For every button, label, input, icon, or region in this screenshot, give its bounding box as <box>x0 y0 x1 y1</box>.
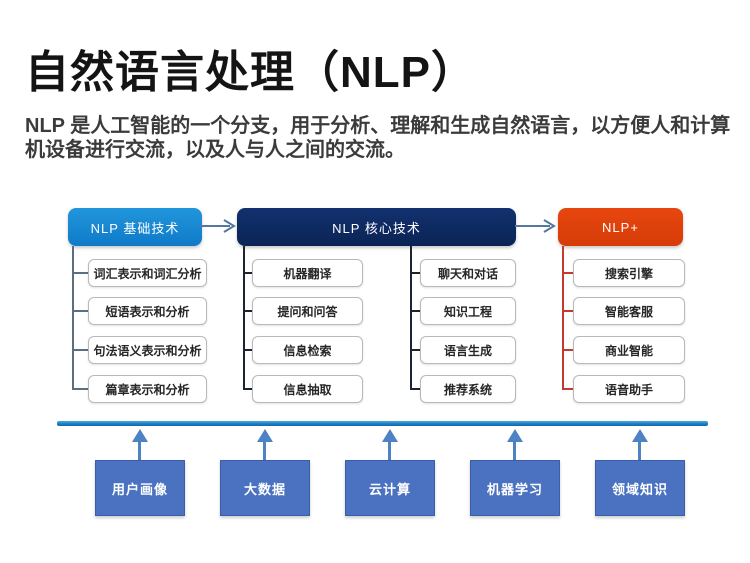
node-domain-knowledge: 领域知识 <box>595 460 685 516</box>
foundation-bar <box>57 421 708 426</box>
node-knowledge-engineering: 知识工程 <box>420 297 516 325</box>
arrow-up-icon <box>382 429 398 460</box>
node-nlp-plus: NLP+ <box>558 208 683 246</box>
arrow-up-icon <box>257 429 273 460</box>
node-voice-assistant: 语音助手 <box>573 375 685 403</box>
connector-line <box>411 272 420 274</box>
node-cloud-computing: 云计算 <box>345 460 435 516</box>
node-machine-translation: 机器翻译 <box>252 259 363 287</box>
node-big-data: 大数据 <box>220 460 310 516</box>
connector-line <box>73 272 88 274</box>
connector-line <box>244 349 252 351</box>
arrow-up-icon <box>632 429 648 460</box>
arrow-right-icon <box>515 219 556 233</box>
connector-line <box>244 272 252 274</box>
page-subtitle: NLP 是人工智能的一个分支，用于分析、理解和生成自然语言，以方便人和计算机设备… <box>25 115 731 161</box>
node-discourse-analysis: 篇章表示和分析 <box>88 375 207 403</box>
connector-line <box>410 246 412 390</box>
connector-line <box>411 310 420 312</box>
connector-line <box>563 349 573 351</box>
connector-line <box>244 388 252 390</box>
page-title: 自然语言处理（NLP） <box>25 48 476 97</box>
node-intelligent-customer-service: 智能客服 <box>573 297 685 325</box>
connector-line <box>73 388 88 390</box>
arrow-right-icon <box>199 219 236 233</box>
node-search-engine: 搜索引擎 <box>573 259 685 287</box>
arrow-up-icon <box>507 429 523 460</box>
node-information-retrieval: 信息检索 <box>252 336 363 364</box>
connector-line <box>73 349 88 351</box>
connector-line <box>411 349 420 351</box>
node-chat-dialogue: 聊天和对话 <box>420 259 516 287</box>
node-nlp-core: NLP 核心技术 <box>237 208 516 246</box>
connector-line <box>563 310 573 312</box>
node-question-answering: 提问和问答 <box>252 297 363 325</box>
node-nlp-basic: NLP 基础技术 <box>68 208 202 246</box>
connector-line <box>244 310 252 312</box>
connector-line <box>563 272 573 274</box>
node-machine-learning: 机器学习 <box>470 460 560 516</box>
node-nlp-plus-label: NLP+ <box>602 219 639 235</box>
connector-line <box>72 246 74 390</box>
node-nlp-basic-label: NLP 基础技术 <box>90 220 180 236</box>
node-recommender-system: 推荐系统 <box>420 375 516 403</box>
connector-line <box>563 388 573 390</box>
node-user-profile: 用户画像 <box>95 460 185 516</box>
node-nlp-core-label: NLP 核心技术 <box>332 220 421 236</box>
connector-line <box>411 388 420 390</box>
node-lexical-analysis: 词汇表示和词汇分析 <box>88 259 207 287</box>
connector-line <box>243 246 245 390</box>
connector-line <box>562 246 564 390</box>
node-language-generation: 语言生成 <box>420 336 516 364</box>
connector-line <box>73 310 88 312</box>
node-phrase-analysis: 短语表示和分析 <box>88 297 207 325</box>
node-information-extraction: 信息抽取 <box>252 375 363 403</box>
node-business-intelligence: 商业智能 <box>573 336 685 364</box>
arrow-up-icon <box>132 429 148 460</box>
node-syntax-semantics: 句法语义表示和分析 <box>88 336 207 364</box>
